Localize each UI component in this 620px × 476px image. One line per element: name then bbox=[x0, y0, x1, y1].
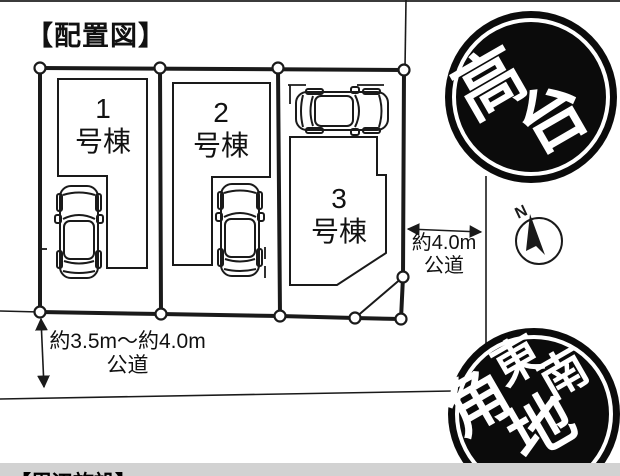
east-road-label: 約4.0m 公道 bbox=[411, 232, 477, 277]
road-edges bbox=[0, 176, 487, 400]
top-border-line bbox=[0, 0, 620, 2]
footer-band bbox=[0, 463, 620, 476]
building-2-outline bbox=[172, 82, 271, 266]
lot-3-label: 3 号棟 bbox=[310, 183, 367, 248]
compass-icon: N bbox=[513, 202, 563, 265]
page-title: 【配置図】 bbox=[26, 21, 166, 51]
corner-cut-line bbox=[354, 276, 404, 319]
south-road-label: 約3.5m〜約4.0m 公道 bbox=[49, 330, 206, 378]
extension-lines bbox=[0, 0, 407, 313]
building-outlines bbox=[57, 78, 387, 286]
southeast-corner-badge: 東 南 角 地 bbox=[432, 327, 620, 476]
badge-ring bbox=[452, 18, 610, 176]
badge-ring bbox=[455, 335, 613, 476]
car-icon bbox=[54, 185, 104, 279]
footer-heading: 【周辺施設】 bbox=[10, 467, 136, 476]
hilltop-badge: 高 台 bbox=[442, 11, 617, 183]
boundary-point-markers bbox=[33, 61, 411, 326]
dimension-arrows bbox=[35, 223, 483, 389]
lot-2-label: 2 号棟 bbox=[192, 97, 249, 162]
car-icon bbox=[215, 183, 265, 277]
building-3-outline bbox=[289, 136, 387, 286]
compass-north-label: N bbox=[513, 202, 531, 222]
car-icon bbox=[295, 86, 389, 136]
building-1-outline bbox=[57, 78, 148, 269]
lot-1-label: 1 号棟 bbox=[74, 93, 131, 158]
parking-marks bbox=[40, 84, 384, 278]
